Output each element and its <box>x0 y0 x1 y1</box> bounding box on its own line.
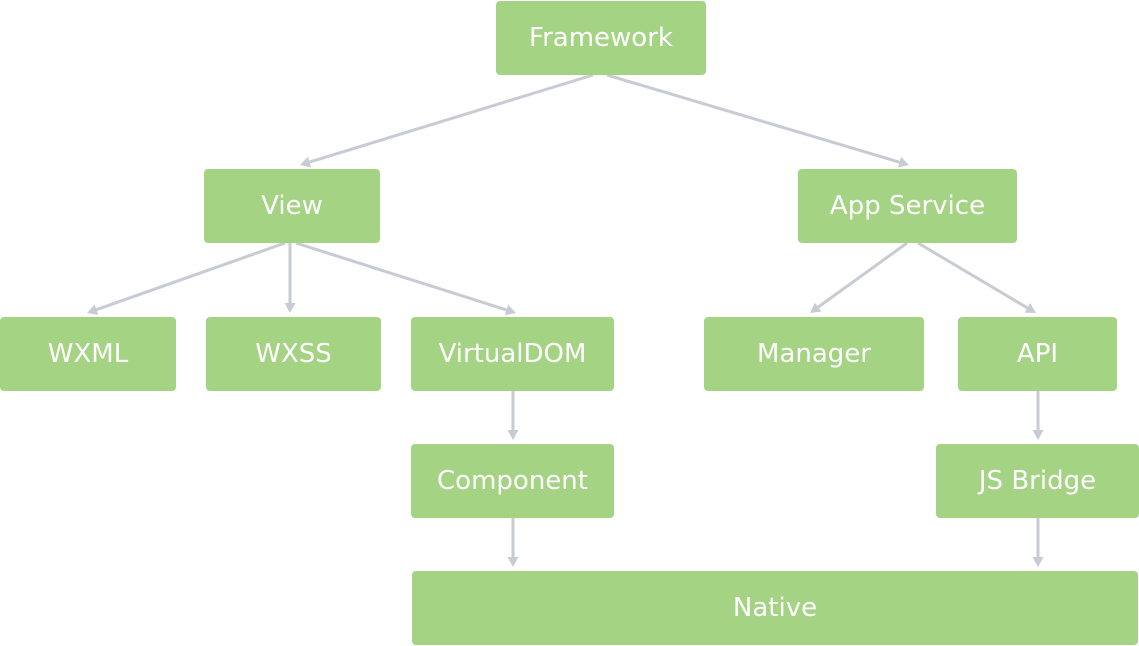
edge-app-service-to-api <box>917 241 1036 313</box>
edge-js-bridge-to-native <box>1032 518 1044 567</box>
edge-virtualdom-to-component <box>507 391 519 440</box>
node-app-service: App Service <box>798 169 1017 243</box>
edge-component-to-native <box>507 518 519 567</box>
node-component: Component <box>411 444 614 518</box>
node-view: View <box>204 169 380 243</box>
edge-js-bridge-to-native-arrowhead <box>1032 557 1044 567</box>
node-api: API <box>958 317 1117 391</box>
edge-api-to-js-bridge <box>1032 391 1044 440</box>
edge-view-to-wxml-line <box>95 241 286 312</box>
edge-app-service-to-api-line <box>917 241 1029 310</box>
edge-app-service-to-manager-line <box>817 241 908 309</box>
edge-framework-to-app-service-arrowhead <box>897 156 909 168</box>
edge-framework-to-view-arrowhead <box>300 156 312 168</box>
node-wxml: WXML <box>0 317 176 391</box>
edge-app-service-to-api-arrowhead <box>1024 303 1036 313</box>
edge-framework-to-app-service-line <box>606 73 900 164</box>
node-wxss: WXSS <box>206 317 381 391</box>
edge-view-to-virtualdom <box>295 241 516 316</box>
edge-framework-to-view-line <box>309 73 594 164</box>
node-framework: Framework <box>496 1 706 75</box>
edge-view-to-wxml-arrowhead <box>87 304 99 315</box>
edge-api-to-js-bridge-arrowhead <box>1032 430 1044 440</box>
node-manager: Manager <box>704 317 924 391</box>
edge-view-to-virtualdom-arrowhead <box>504 304 516 316</box>
node-virtualdom: VirtualDOM <box>411 317 614 391</box>
edge-app-service-to-manager <box>810 241 908 313</box>
node-native: Native <box>412 571 1138 645</box>
edge-view-to-virtualdom-line <box>295 241 507 312</box>
edge-view-to-wxss-arrowhead <box>284 303 296 313</box>
edge-framework-to-app-service <box>606 73 909 168</box>
edge-view-to-wxss <box>284 243 296 313</box>
edge-framework-to-view <box>300 73 594 168</box>
edge-app-service-to-manager-arrowhead <box>810 302 822 313</box>
edge-virtualdom-to-component-arrowhead <box>507 430 519 440</box>
edge-component-to-native-arrowhead <box>507 557 519 567</box>
node-js-bridge: JS Bridge <box>936 444 1139 518</box>
edge-view-to-wxml <box>87 241 286 315</box>
